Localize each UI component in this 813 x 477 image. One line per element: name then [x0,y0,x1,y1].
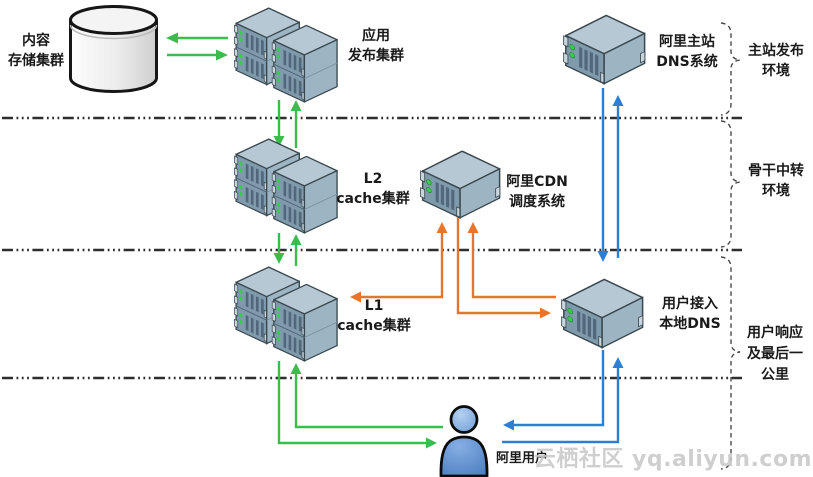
arrow-storage-to-app [167,49,228,61]
label-line: 骨干中转 [748,163,804,179]
label-line: 调度系统 [509,194,565,210]
arrow-l2-to-app [290,100,302,148]
label-line: L1 [364,298,384,314]
watermark: 云栖社区 yq.aliyun.com [533,447,812,472]
cdn-scheduler-label: 阿里CDN 调度系统 [495,172,579,212]
zone-brace [720,256,741,470]
label-line: 阿里CDN [506,174,568,190]
arrow-localdns-to-user [503,350,605,431]
server-icon [419,150,501,219]
arrow-app-to-storage [166,32,228,44]
arrow-maindns-to-localdns [597,88,609,262]
arrow-cdn-l1-bidirectional [350,222,448,303]
label-line: 及最后一 [747,346,803,362]
l1-cache-label: L1 cache集群 [332,296,416,336]
label-line: L2 [363,171,383,187]
label-line: DNS系统 [656,54,718,70]
local-dns-label: 用户接入 本地DNS [644,294,736,334]
server-icon [560,278,644,349]
database-icon [69,5,158,93]
server-cluster-icon [233,266,338,362]
server-cluster-icon [233,7,338,103]
arrow-cdn-to-localdns [456,214,551,319]
content-storage-label: 内容 存储集群 [0,31,72,71]
label-line: 主站发布 [748,43,804,59]
label-line: 公里 [761,367,789,383]
arrow-l1-to-user [277,361,437,449]
person-icon [439,405,489,477]
label-line: 应用 [362,28,390,44]
arrow-localdns-to-maindns [612,95,624,258]
arrow-localdns-to-cdn [467,222,556,299]
zone-brace [720,120,741,248]
label-line: 发布集群 [348,48,404,64]
arrow-user-to-localdns [502,357,624,444]
server-icon [562,14,646,85]
zone-label-main-site: 主站发布 环境 [739,41,813,81]
arrow-l1-to-l2 [290,234,302,266]
label-line: 阿里主站 [659,34,715,50]
label-line: 环境 [762,63,790,79]
label-line: 存储集群 [8,53,64,69]
zone-brace [720,22,741,116]
label-line: 用户接入 [662,296,718,312]
main-dns-label: 阿里主站 DNS系统 [641,32,733,72]
l2-cache-label: L2 cache集群 [331,169,415,209]
label-line: 阿里用户 [495,451,548,466]
zone-label-user-response: 用户响应 及最后一 公里 [737,323,813,386]
label-line: 内容 [22,33,50,49]
arrow-l2-to-l1 [273,233,285,264]
server-cluster-icon [233,138,338,234]
label-line: 环境 [762,183,790,199]
label-line: cache集群 [337,318,411,334]
arrow-app-to-l2 [273,100,285,147]
app-publish-label: 应用 发布集群 [334,26,418,66]
label-line: 用户响应 [747,325,803,341]
label-line: cache集群 [336,191,410,207]
label-line: 本地DNS [659,316,721,332]
zone-label-backbone: 骨干中转 环境 [739,161,813,201]
arrow-user-to-l1 [290,363,443,429]
user-label: 阿里用户 [490,449,554,469]
